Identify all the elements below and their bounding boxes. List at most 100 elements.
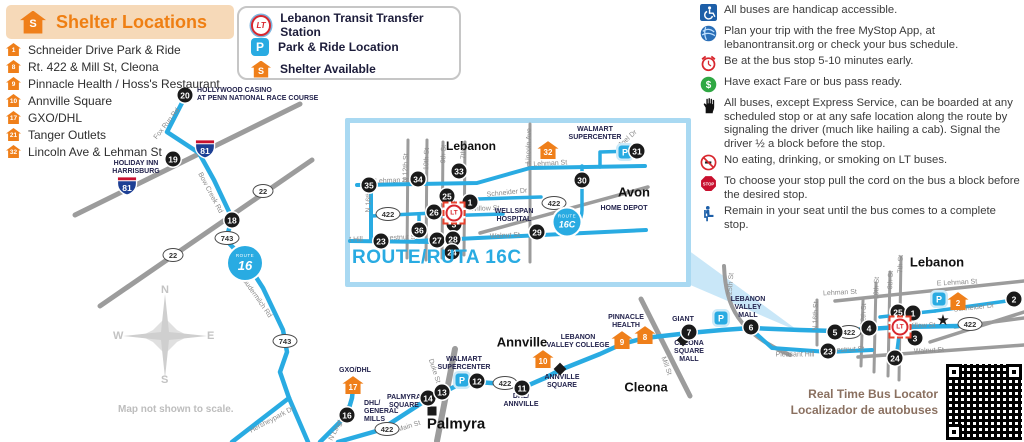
street-label: Lincoln Ave: [524, 128, 534, 164]
rider-info-item: Plan your trip with the free MyStop App,…: [700, 25, 1022, 52]
park-ride-marker: P: [714, 311, 728, 325]
town-label: Annville: [496, 334, 548, 350]
street-label: Bow Creek Rd: [196, 171, 224, 215]
shelter-number: 1: [11, 46, 16, 54]
stop-square-marker: [427, 406, 437, 416]
compass-w: W: [113, 330, 124, 342]
svg-text:81: 81: [122, 183, 132, 193]
stop-marker: 30: [574, 172, 590, 188]
landmark-label: LEBANON VALLEY MALL: [730, 296, 766, 319]
street-label: Pleasant Hill: [775, 351, 815, 359]
route-badge-number: 16: [237, 258, 253, 274]
seated-icon: [700, 205, 718, 223]
shelter-number: 8: [642, 332, 648, 342]
scale-note: Map not shown to scale.: [118, 404, 234, 415]
shelter-panel-title: Shelter Locations: [56, 11, 208, 32]
street-label: Laudermilch Rd: [239, 274, 273, 320]
lt-logo-icon: LT: [251, 14, 272, 36]
shelter-number: 17: [348, 382, 358, 392]
stop-marker: 29: [529, 224, 545, 240]
shelter-number: 9: [619, 337, 625, 347]
landmark-label: HOME DEPOT: [600, 205, 648, 212]
rider-info-item: $Have exact Fare or bus pass ready.: [700, 76, 1022, 94]
stop-marker: 35: [361, 177, 377, 193]
legend-item: S Shelter Available: [251, 58, 459, 80]
shelter-number: 17: [9, 114, 18, 122]
shelter-list-item: 1 Schneider Drive Park & Ride: [6, 42, 234, 57]
route-shield: 743: [214, 231, 240, 245]
transfer-station-marker: LT: [442, 201, 466, 225]
legend-item-label: Lebanon Transit Transfer Station: [280, 11, 424, 39]
shelter-icon: 32: [6, 145, 21, 158]
shelter-icon: 10: [6, 94, 21, 107]
street-label: Schneider Dr: [486, 187, 528, 199]
route-shield: 422: [957, 317, 983, 331]
stop-marker: 7: [681, 324, 697, 340]
street-label: E Lehman St: [936, 278, 978, 288]
shelter-list-item: 9 Pinnacle Health / Hoss's Restaurant: [6, 76, 234, 91]
route-shield: 422: [374, 422, 400, 436]
street-label: 25th St: [726, 272, 736, 296]
legend-item-label: Shelter Available: [280, 62, 376, 76]
wheelchair-icon: [700, 4, 718, 22]
rider-info-text: To choose your stop pull the cord on the…: [724, 175, 1020, 201]
landmark-label: ANNVILLE SQUARE: [544, 374, 580, 389]
street-label: Hersheypark Dr: [248, 405, 296, 435]
shelter-list: 1 Schneider Drive Park & Ride 8 Rt. 422 & M…: [6, 42, 234, 159]
street-label: t Hill: [349, 236, 363, 244]
lt-logo-icon: LT: [891, 318, 909, 336]
stop-marker: 34: [410, 171, 426, 187]
stop-marker: 36: [411, 222, 427, 238]
street-label: Walnut St: [489, 231, 521, 241]
rider-info-item: Be at the bus stop 5-10 minutes early.: [700, 55, 1022, 73]
park-ride-marker: P: [455, 373, 469, 387]
shelter-icon: 1: [6, 43, 21, 56]
shelter-marker: 10: [532, 350, 554, 369]
shelter-icon: S: [251, 60, 271, 78]
shelter-number: 10: [9, 97, 18, 105]
shelter-item-label: Pinnacle Health / Hoss's Restaurant: [28, 76, 220, 91]
shelter-item-label: Rt. 422 & Mill St, Cleona: [28, 59, 159, 74]
shelter-number: 8: [11, 63, 16, 71]
landmark-label: HOLIDAY INN HARRISBURG: [112, 160, 160, 175]
landmark-label: GXO/DHL: [339, 367, 371, 374]
stop-marker: 16: [339, 407, 355, 423]
shelter-number: 32: [543, 147, 553, 157]
street-label: Mill St: [659, 355, 673, 377]
legend-item-label: Park & Ride Location: [278, 40, 399, 54]
route-shield: 22: [162, 248, 184, 262]
landmark-label: GIANT: [672, 316, 694, 323]
town-label: Cleona: [624, 379, 668, 395]
rider-info-item: All buses are handicap accessible.: [700, 4, 1022, 22]
shelter-icon: 17: [6, 111, 21, 124]
street-label: E Lehman St: [526, 159, 568, 169]
svg-text:STOP: STOP: [703, 182, 715, 187]
shelter-number: 21: [9, 131, 18, 139]
shelter-item-label: GXO/DHL: [28, 110, 83, 125]
no-smoking-icon: [700, 154, 718, 172]
rider-info-text: Remain in your seat until the bus comes …: [724, 205, 996, 231]
stop-marker: 27: [429, 232, 445, 248]
landmark-label: WALMART SUPERCENTER: [568, 126, 622, 141]
street-label: Lehman St: [822, 288, 858, 298]
shelter-icon: 21: [6, 128, 21, 141]
stop-marker: 26: [426, 204, 442, 220]
stop-marker: 14: [420, 390, 436, 406]
shelter-list-item: 8 Rt. 422 & Mill St, Cleona: [6, 59, 234, 74]
shelter-icon: 9: [6, 77, 21, 90]
shelter-item-label: Schneider Drive Park & Ride: [28, 42, 181, 57]
lt-logo-icon: LT: [445, 204, 463, 222]
street-label: 8th St: [887, 270, 895, 290]
rider-info-text: Be at the bus stop 5-10 minutes early.: [724, 55, 914, 67]
stop-marker: 33: [451, 163, 467, 179]
shelter-number: 32: [9, 148, 18, 156]
shelter-marker: 17: [342, 376, 364, 395]
star-icon: ★: [936, 311, 950, 329]
route-shield: 743: [272, 334, 298, 348]
